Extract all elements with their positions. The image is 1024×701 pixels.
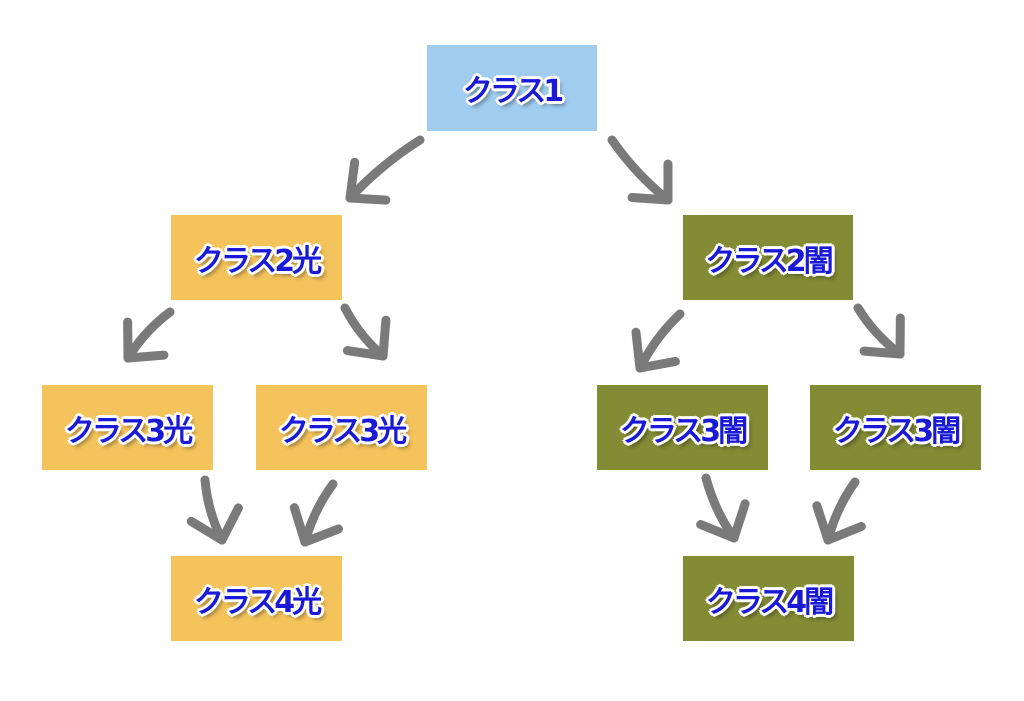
arrow-head-right [859,346,905,359]
arrow-head-left [729,499,750,543]
arrow-head-right [289,503,310,547]
node-class2-light: クラス2光 [171,215,342,300]
node-class2-light-label: クラス2光 [193,243,322,279]
node-class3-light-a-label: クラス3光 [64,413,193,449]
arrow-light3a-to-light4 [186,475,243,545]
arrow-light3b-to-light4 [289,479,344,547]
arrow-head-right [812,501,833,545]
node-class4-light-label: クラス4光 [193,584,322,620]
node-class2-dark: クラス2闇 [683,215,853,300]
node-class3-dark-b: クラス3闇 [810,385,981,470]
arrow-head-right [627,192,673,205]
arrow-head-left [378,315,391,361]
node-class3-dark-a-label: クラス3闇 [619,413,748,449]
node-class3-light-b: クラス3光 [256,385,427,470]
arrow-head-left [300,524,344,547]
arrow-light2-to-light3b [340,303,391,361]
node-class4-dark-label: クラス4闇 [705,584,834,620]
arrow-head-left [345,193,391,205]
arrow-light2-to-light3a [123,307,175,363]
arrow-root-to-light2 [345,135,425,205]
arrow-shaft [607,135,673,205]
arrow-head-right [631,327,645,373]
arrow-head-left [217,503,243,545]
arrow-head-left [823,521,866,545]
arrow-head-left [123,350,169,363]
node-class3-dark-a: クラス3闇 [597,385,768,470]
arrow-head-right [696,520,739,543]
arrow-dark2-to-dark3a [631,309,685,373]
arrow-root-to-dark2 [607,135,673,205]
arrow-shaft [345,135,425,203]
arrow-head-right [342,346,388,361]
node-class2-dark-label: クラス2闇 [705,243,833,279]
node-class3-light-b-label: クラス3光 [278,413,407,449]
node-class4-dark: クラス4闇 [683,556,854,641]
arrow-dark2-to-dark3b [853,303,905,359]
node-class1: クラス1 [427,45,597,131]
arrow-dark3b-to-dark4 [812,477,866,545]
node-class4-light: クラス4光 [171,556,342,641]
arrow-dark3a-to-dark4 [696,473,750,543]
node-class1-label: クラス1 [462,74,564,109]
node-class3-light-a: クラス3光 [42,385,213,470]
arrow-head-right [345,157,360,203]
arrow-head-right [186,516,227,545]
node-class3-dark-b-label: クラス3闇 [832,413,961,449]
arrow-head-left [635,356,680,373]
